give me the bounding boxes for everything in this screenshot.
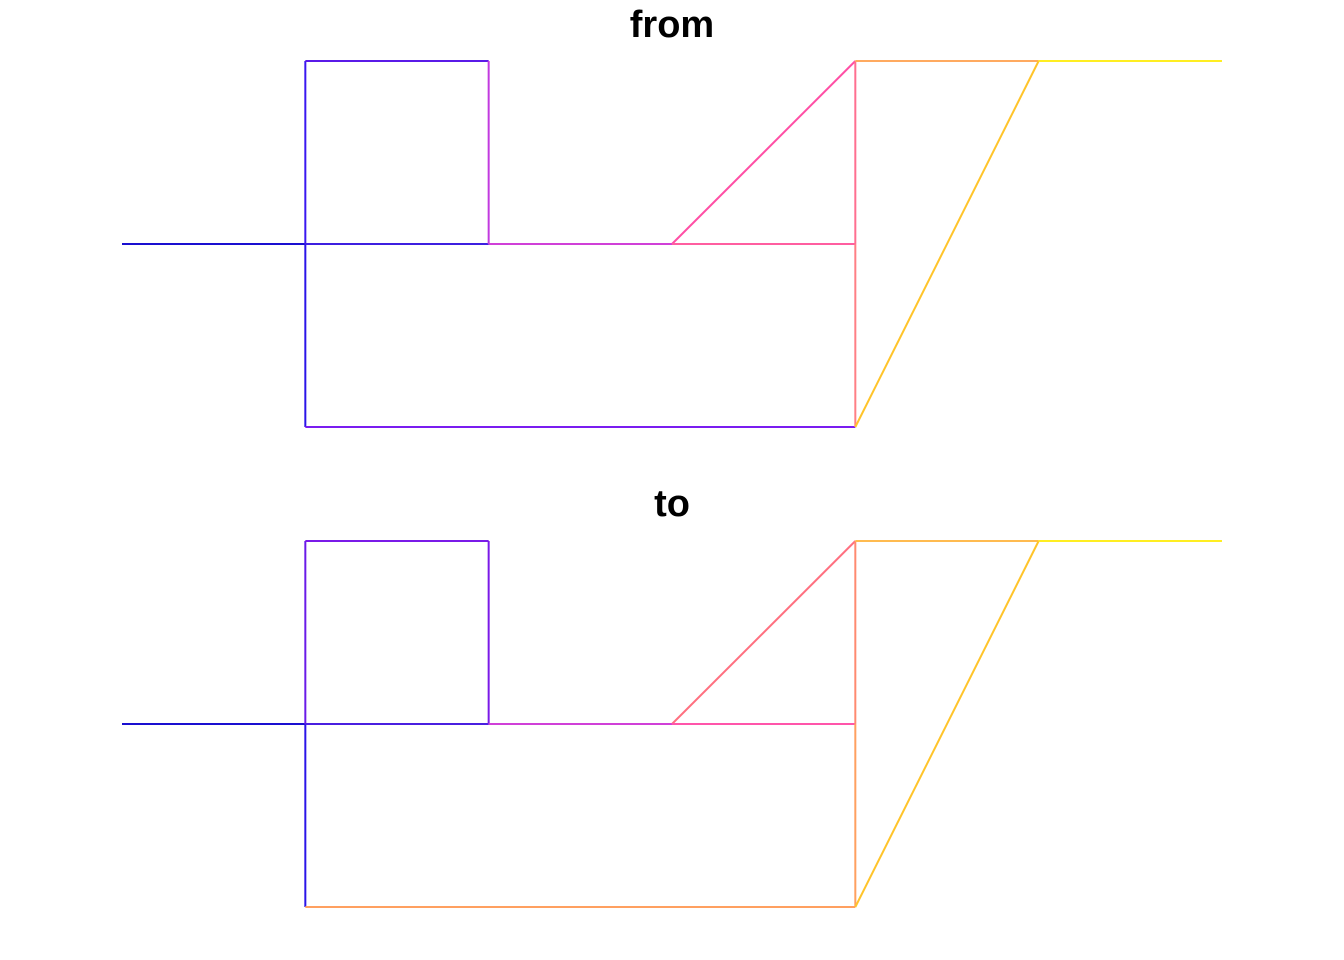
panel-from: from bbox=[122, 4, 1222, 428]
edge-diagonal bbox=[671, 60, 857, 245]
edge-diagonal bbox=[671, 540, 857, 725]
panel-title-from: from bbox=[630, 4, 714, 46]
edge-long-diagonal bbox=[854, 540, 1040, 908]
panel-to: to bbox=[122, 483, 1222, 908]
edge-long-diagonal bbox=[854, 60, 1040, 428]
edges-to bbox=[122, 540, 1222, 908]
panel-title-to: to bbox=[654, 483, 690, 525]
edges-from bbox=[122, 60, 1222, 428]
